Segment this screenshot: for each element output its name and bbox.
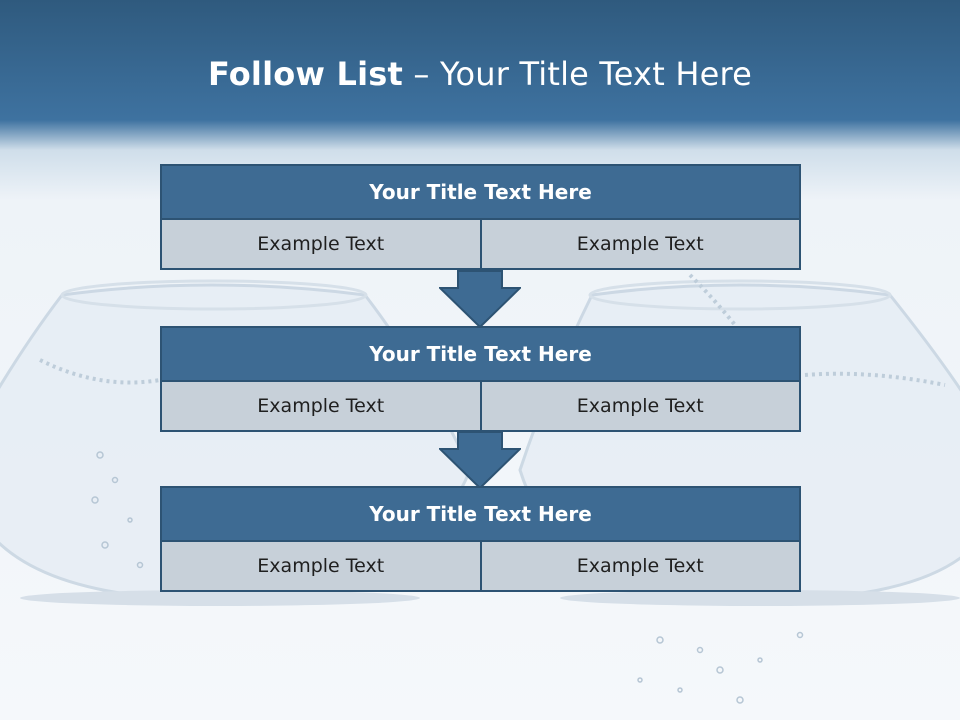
step-left-text: Example Text (160, 382, 482, 432)
step-row: Example Text Example Text (160, 382, 801, 432)
step-block-3: Your Title Text Here Example Text Exampl… (160, 486, 801, 592)
step-row: Example Text Example Text (160, 220, 801, 270)
down-arrow-icon (439, 431, 521, 489)
step-right-text: Example Text (481, 382, 801, 432)
down-arrow-icon (439, 270, 521, 328)
slide-title: Follow List – Your Title Text Here (0, 55, 960, 93)
step-right-text: Example Text (481, 542, 801, 592)
step-row: Example Text Example Text (160, 542, 801, 592)
step-title: Your Title Text Here (160, 164, 801, 220)
step-left-text: Example Text (160, 542, 482, 592)
step-title: Your Title Text Here (160, 326, 801, 382)
step-right-text: Example Text (481, 220, 801, 270)
title-rest: – Your Title Text Here (403, 55, 753, 93)
title-bold: Follow List (207, 55, 404, 93)
step-block-1: Your Title Text Here Example Text Exampl… (160, 164, 801, 270)
step-block-2: Your Title Text Here Example Text Exampl… (160, 326, 801, 432)
step-title: Your Title Text Here (160, 486, 801, 542)
bubbles (91, 451, 804, 704)
step-left-text: Example Text (160, 220, 482, 270)
